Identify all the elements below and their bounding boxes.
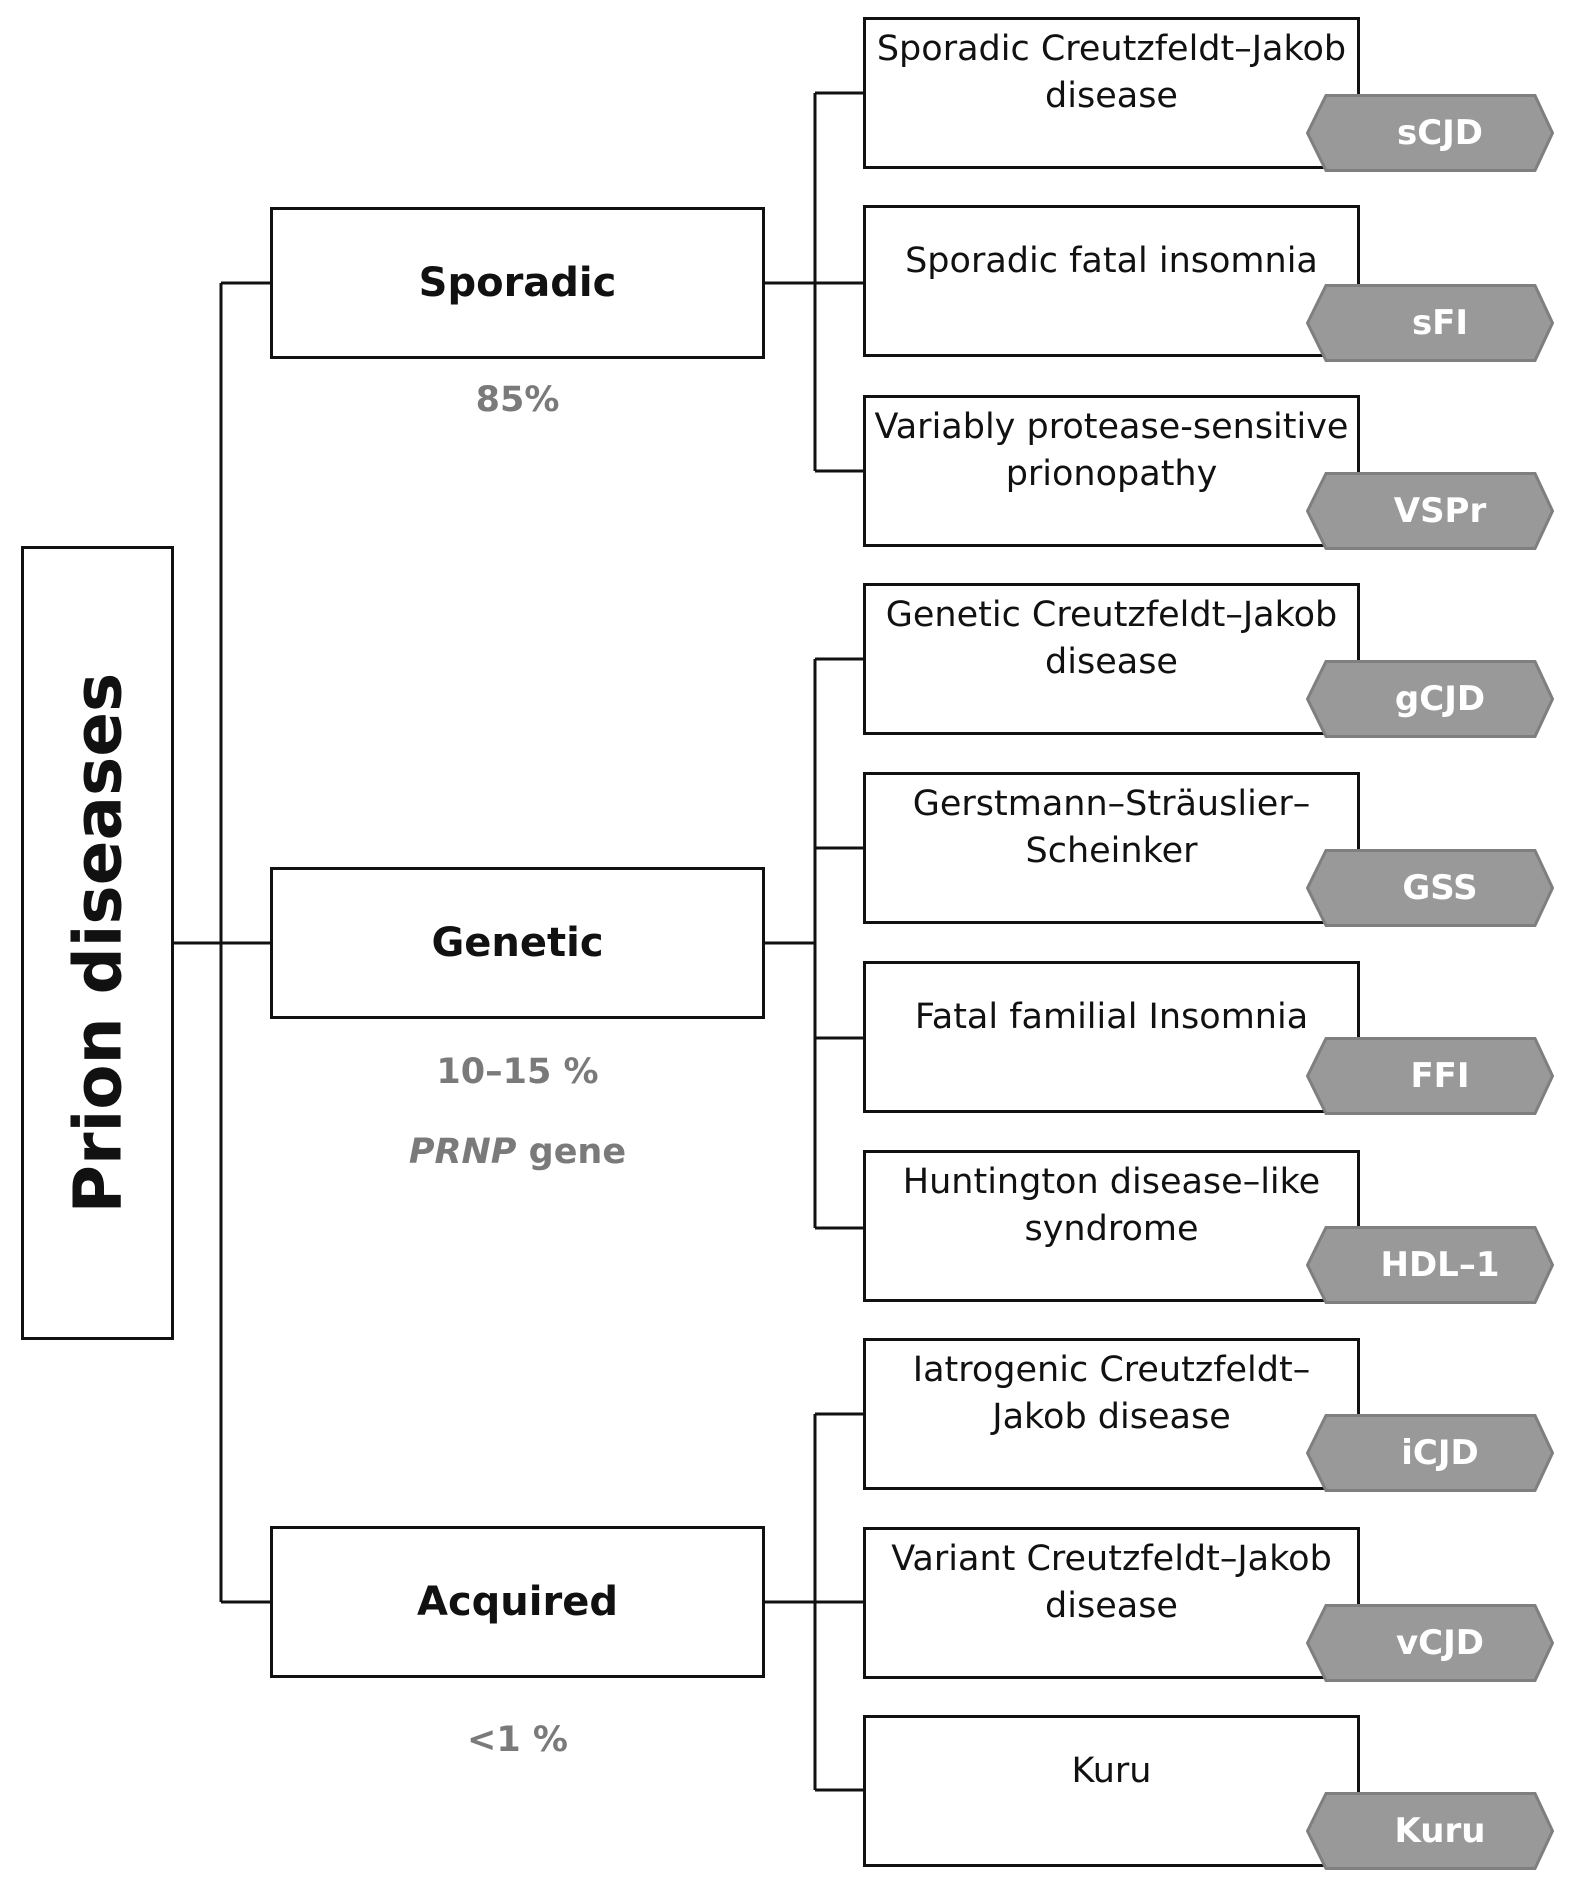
- disease-name: Variant Creutzfeldt–Jakob disease: [891, 1539, 1332, 1626]
- abbr-label: FFI: [1410, 1056, 1470, 1096]
- category-sporadic: Sporadic: [270, 207, 765, 359]
- disease-node-gss: Gerstmann–Sträuslier–Scheinker: [863, 772, 1360, 924]
- category-genetic: Genetic: [270, 867, 765, 1019]
- disease-name: Kuru: [1071, 1750, 1152, 1791]
- disease-node-ffi: Fatal familial Insomnia: [863, 961, 1360, 1113]
- abbr-badge: sFI: [1306, 284, 1554, 362]
- abbr-badge: GSS: [1306, 849, 1554, 927]
- disease-node-icjd: Iatrogenic Creutzfeldt–Jakob disease: [863, 1338, 1360, 1490]
- abbr-label: gCJD: [1394, 679, 1486, 719]
- abbr-label: GSS: [1402, 868, 1478, 908]
- gene-suffix: gene: [516, 1132, 627, 1172]
- disease-node-gcjd: Genetic Creutzfeldt–Jakob disease: [863, 583, 1360, 735]
- category-stat: 85%: [475, 380, 560, 420]
- disease-node-hdl1: Huntington disease–like syndrome: [863, 1150, 1360, 1302]
- abbr-label: HDL–1: [1380, 1245, 1500, 1285]
- disease-name: Genetic Creutzfeldt–Jakob disease: [885, 595, 1338, 682]
- abbr-badge: Kuru: [1306, 1792, 1554, 1870]
- abbr-badge: iCJD: [1306, 1414, 1554, 1492]
- disease-node-vspr: Variably protease-sensitive prionopathy: [863, 395, 1360, 547]
- abbr-label: iCJD: [1401, 1433, 1479, 1473]
- abbr-badge: vCJD: [1306, 1604, 1554, 1682]
- category-stat: <1 %: [467, 1720, 568, 1760]
- disease-name: Sporadic fatal insomnia: [905, 240, 1318, 281]
- category-label: Sporadic: [418, 260, 617, 306]
- disease-node-vcjd: Variant Creutzfeldt–Jakob disease: [863, 1527, 1360, 1679]
- category-label: Acquired: [417, 1579, 618, 1625]
- disease-name: Fatal familial Insomnia: [914, 996, 1309, 1037]
- abbr-badge: FFI: [1306, 1037, 1554, 1115]
- abbr-label: VSPr: [1393, 491, 1487, 531]
- disease-name: Gerstmann–Sträuslier–Scheinker: [912, 784, 1311, 871]
- abbr-label: sFI: [1411, 303, 1469, 343]
- category-label: Genetic: [431, 920, 604, 966]
- category-stat: 10–15 %: [436, 1052, 599, 1092]
- abbr-badge: HDL–1: [1306, 1226, 1554, 1304]
- disease-node-scjd: Sporadic Creutzfeldt–Jakob disease: [863, 17, 1360, 169]
- category-acquired: Acquired: [270, 1526, 765, 1678]
- abbr-label: vCJD: [1396, 1623, 1484, 1663]
- disease-name: Sporadic Creutzfeldt–Jakob disease: [876, 29, 1347, 116]
- disease-node-sfi: Sporadic fatal insomnia: [863, 205, 1360, 357]
- abbr-badge: gCJD: [1306, 660, 1554, 738]
- abbr-badge: VSPr: [1306, 472, 1554, 550]
- disease-name: Iatrogenic Creutzfeldt–Jakob disease: [912, 1350, 1311, 1437]
- disease-name: Variably protease-sensitive prionopathy: [874, 407, 1349, 494]
- root-node: Prion diseases: [21, 546, 174, 1340]
- root-label: Prion diseases: [59, 672, 136, 1214]
- disease-node-kuru: Kuru: [863, 1715, 1360, 1867]
- category-stat-gene: PRNP gene: [270, 1132, 765, 1172]
- abbr-label: Kuru: [1394, 1811, 1486, 1851]
- abbr-badge: sCJD: [1306, 94, 1554, 172]
- gene-name: PRNP: [408, 1132, 517, 1172]
- disease-name: Huntington disease–like syndrome: [902, 1162, 1321, 1249]
- abbr-label: sCJD: [1396, 113, 1484, 153]
